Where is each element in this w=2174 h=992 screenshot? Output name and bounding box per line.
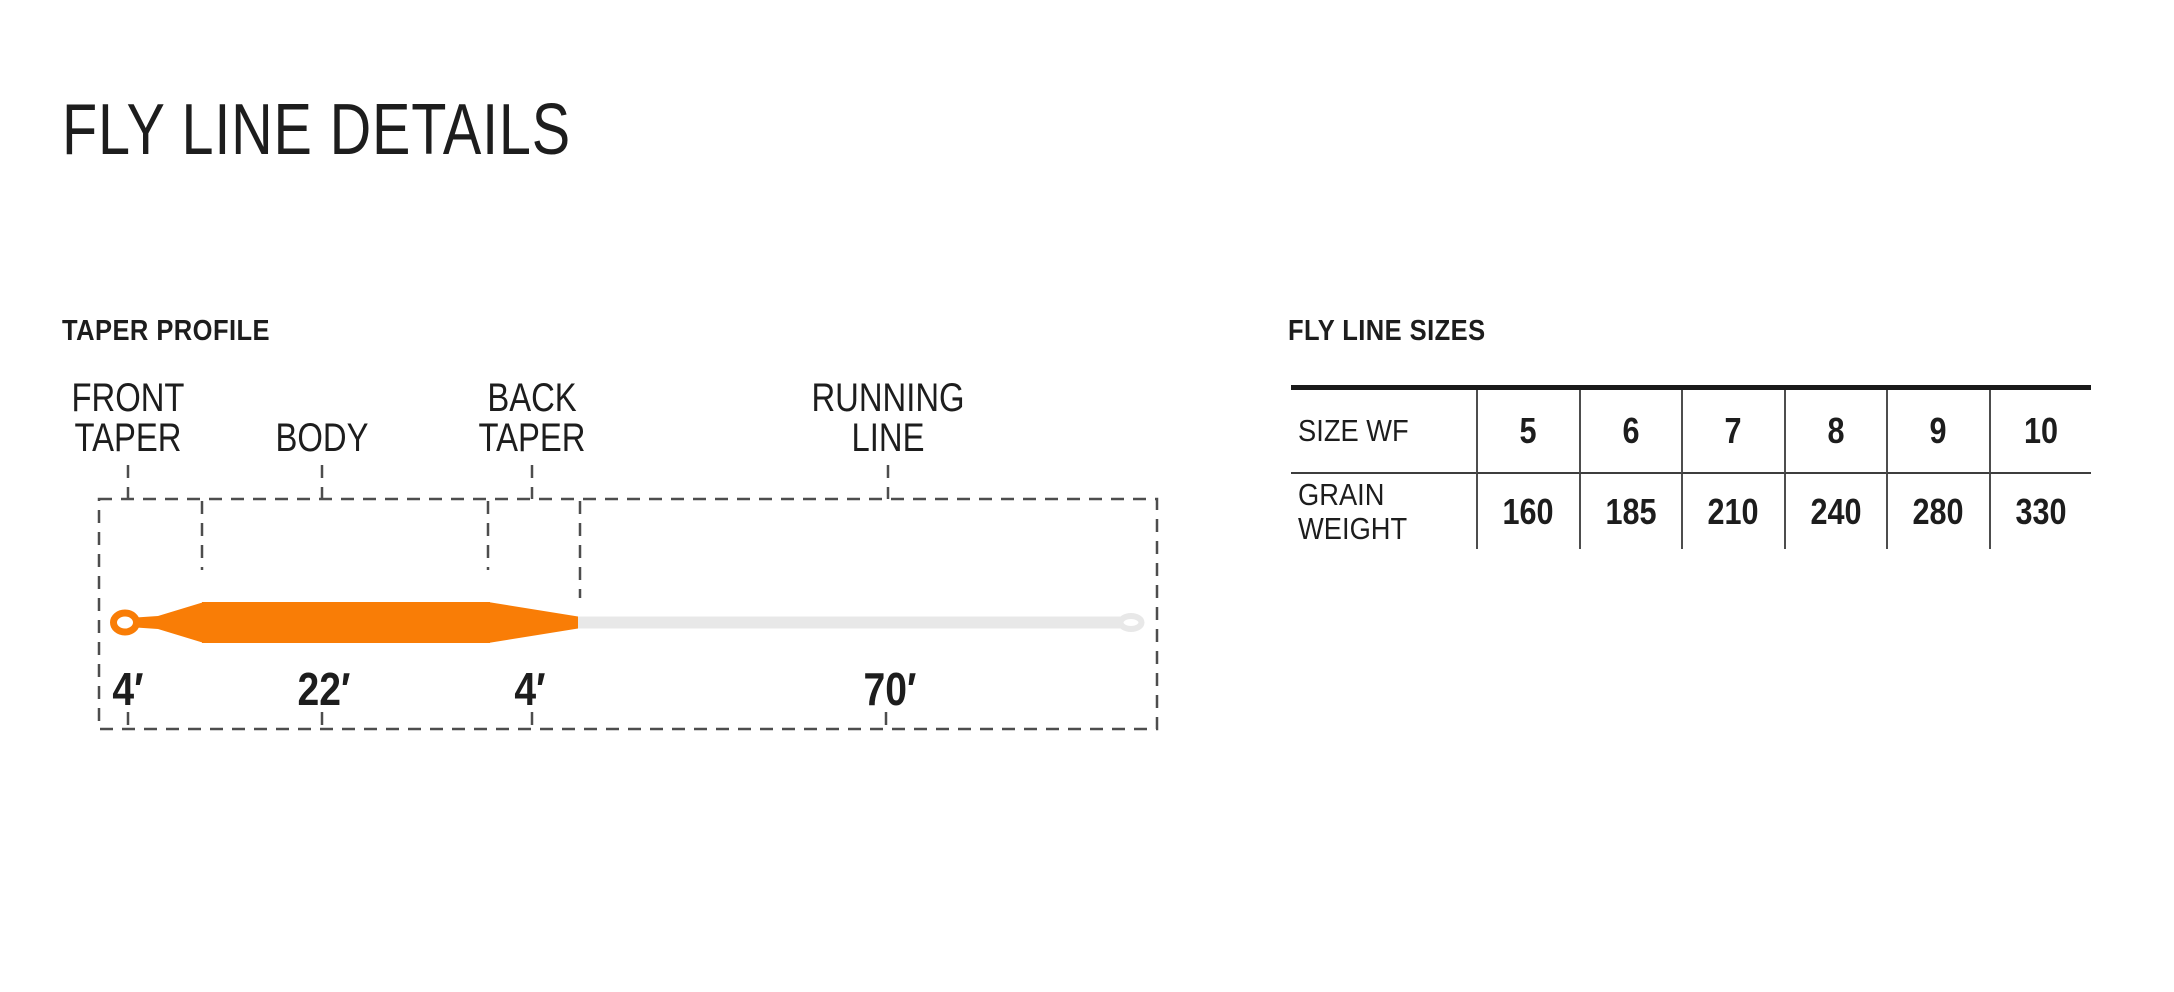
back-taper-section bbox=[488, 602, 578, 643]
back-loop bbox=[1117, 613, 1145, 632]
size-value-cell: 7 bbox=[1681, 390, 1784, 474]
size-value-cell: 9 bbox=[1886, 390, 1989, 474]
front-loop bbox=[110, 609, 140, 636]
front-taper-section bbox=[136, 602, 204, 643]
grain-weight-row-header: GRAIN WEIGHT bbox=[1298, 476, 1408, 546]
grain-weight-value-cell: 330 bbox=[1988, 474, 2092, 549]
running-line-label: RUNNING LINE bbox=[811, 376, 965, 460]
grain-weight-value-cell: 240 bbox=[1783, 474, 1887, 549]
label-tick-marks bbox=[126, 465, 890, 499]
measurement-tick-marks bbox=[126, 712, 888, 729]
fly-line-sizes-table: SIZE WF 5 6 7 8 9 10 GRAIN WEIGHT 160 18… bbox=[1291, 385, 2091, 549]
running-line-length: 70′ bbox=[863, 663, 917, 715]
grain-weight-value-cell: 280 bbox=[1886, 474, 1989, 549]
grain-weight-value-cell: 160 bbox=[1476, 474, 1579, 549]
size-row-header: SIZE WF bbox=[1291, 390, 1476, 474]
body-length: 22′ bbox=[297, 663, 351, 715]
body-label: BODY bbox=[275, 416, 369, 460]
size-value-cell: 8 bbox=[1783, 390, 1886, 474]
body-section bbox=[202, 602, 490, 643]
fly-line-sizes-heading: FLY LINE SIZES bbox=[1288, 315, 1486, 347]
section-divider-dashes bbox=[200, 501, 582, 598]
back-taper-label: BACK TAPER bbox=[478, 376, 586, 460]
back-taper-length: 4′ bbox=[514, 663, 546, 715]
taper-profile-heading: TAPER PROFILE bbox=[62, 315, 271, 347]
page-title: FLY LINE DETAILS bbox=[62, 90, 571, 170]
size-value-cell: 5 bbox=[1476, 390, 1579, 474]
front-taper-length: 4′ bbox=[112, 663, 144, 715]
size-value-cell: 6 bbox=[1578, 390, 1681, 474]
front-taper-label: FRONT TAPER bbox=[71, 376, 185, 460]
size-value-cell: 10 bbox=[1988, 390, 2091, 474]
grain-weight-value-cell: 210 bbox=[1681, 474, 1784, 549]
grain-weight-value-cell: 185 bbox=[1578, 474, 1682, 549]
running-line-section bbox=[576, 616, 1121, 629]
